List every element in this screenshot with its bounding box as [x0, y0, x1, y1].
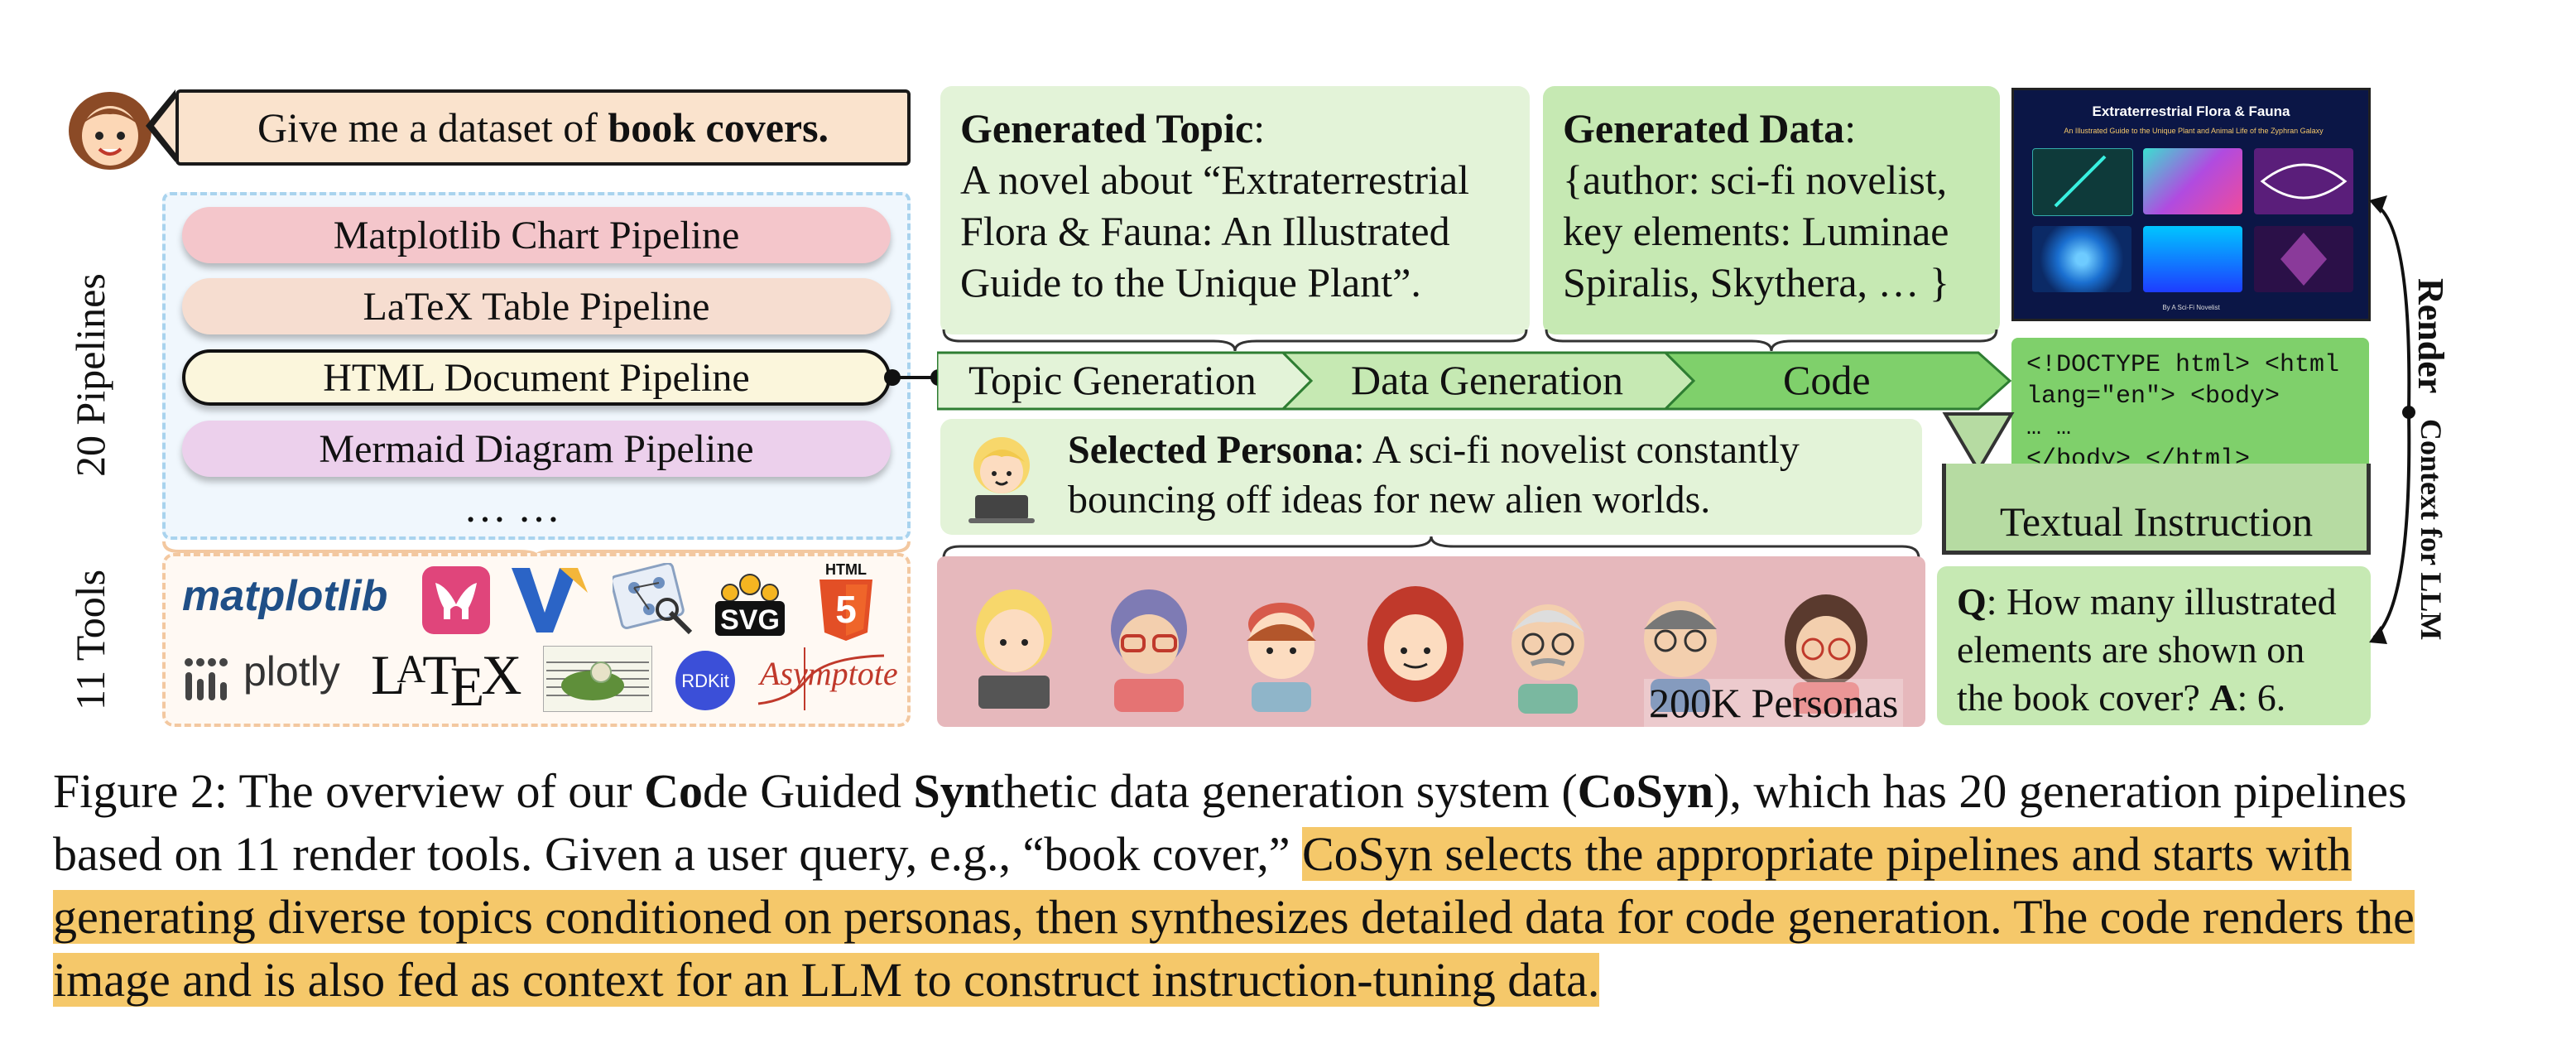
data-bracket [1543, 328, 2000, 353]
cover-tile [2143, 148, 2242, 214]
caption-part-1: Figure 2: The overview of our [53, 764, 645, 818]
textual-instruction-box: Textual Instruction [1942, 464, 2371, 555]
selected-persona-label: Selected Persona [1068, 428, 1354, 472]
pipeline-html: HTML Document Pipeline [182, 349, 891, 406]
flow-step-topic: Topic Generation [968, 357, 1257, 403]
caption-bold-2: Syn [913, 764, 992, 818]
cover-title: Extraterrestrial Flora & Fauna [2092, 103, 2290, 119]
html-logo-text: HTML [825, 561, 867, 578]
connector-dot-left [884, 369, 901, 386]
html5-logo-icon: HTML 5 [815, 560, 877, 642]
pipeline-label: LaTeX Table Pipeline [363, 284, 710, 329]
cover-tile [2254, 148, 2353, 214]
topic-bracket [940, 328, 1530, 353]
query-bubble-tail-inner [154, 94, 179, 157]
selected-persona-box [940, 419, 1922, 535]
selected-persona-text: : A sci-fi novelist constantly bouncing … [1068, 428, 1800, 522]
cover-tile [2032, 148, 2133, 216]
pipeline-latex: LaTeX Table Pipeline [182, 278, 891, 334]
generated-data-colon: : [1844, 105, 1857, 152]
pipeline-connector [891, 376, 940, 379]
caption-part-2: de Guided [703, 764, 914, 818]
plotly-logo-text: plotly [243, 648, 340, 695]
cover-shapes [2014, 90, 2373, 324]
pipeline-label: HTML Document Pipeline [323, 355, 750, 400]
qa-a-text: : 6. [2237, 676, 2286, 719]
render-context-arrows [2369, 190, 2427, 654]
generated-topic-label: Generated Topic [960, 105, 1254, 152]
vega-logo-icon [508, 563, 591, 637]
rdkit-logo-text: RDKit [681, 671, 728, 691]
generated-data-box: Generated Data: {author: sci-fi novelist… [1543, 86, 2000, 334]
caption-part-3: thetic data generation system ( [991, 764, 1578, 818]
query-bold: book covers. [608, 104, 829, 151]
qa-q-text: : How many illustrated elements are show… [1957, 580, 2337, 719]
plotly-logo-icon [182, 654, 232, 704]
render-label: Render [2410, 278, 2451, 394]
html5-number: 5 [835, 588, 857, 631]
code-down-arrow [1937, 411, 2020, 477]
qa-q-label: Q [1957, 580, 1987, 623]
svg-text:SVG: SVG [720, 604, 780, 636]
graphviz-logo-icon [610, 562, 695, 637]
generated-topic-text: A novel about “Extraterrestrial Flora & … [960, 156, 1470, 305]
cover-subtitle: An Illustrated Guide to the Unique Plant… [2064, 127, 2324, 135]
selected-persona-text-wrap: Selected Persona: A sci-fi novelist cons… [1068, 426, 1912, 525]
svg-logo-icon: SVG [712, 563, 788, 639]
asymptote-logo-text: Asymptote [760, 655, 898, 692]
caption-bold-3: CoSyn [1577, 764, 1714, 818]
rendered-book-cover: Extraterrestrial Flora & Fauna An Illust… [2011, 88, 2371, 321]
cover-tile [2032, 226, 2131, 292]
persona-avatar [976, 589, 1052, 709]
tools-area [162, 553, 911, 727]
pipelines-side-label: 20 Pipelines [67, 273, 113, 477]
query-prefix: Give me a dataset of [257, 104, 608, 151]
mermaid-logo-icon [422, 566, 490, 634]
caption-bold-1: Co [644, 764, 703, 818]
generated-data-label: Generated Data [1563, 105, 1845, 152]
cover-byline: By A Sci-Fi Novelist [2162, 304, 2220, 311]
pipeline-label: Matplotlib Chart Pipeline [333, 213, 740, 257]
personas-count-label: 200K Personas [1644, 679, 1904, 727]
caption-part-4: ), which has 20 generation pipelines bas… [53, 764, 2407, 881]
flow-step-data: Data Generation [1351, 357, 1624, 403]
generated-topic-box: Generated Topic: A novel about “Extrater… [940, 86, 1530, 334]
code-line-2: lang="en"> <body> [2026, 382, 2280, 411]
pipeline-matplotlib: Matplotlib Chart Pipeline [182, 207, 891, 263]
textual-instruction-label: Textual Instruction [1999, 498, 2314, 545]
context-label: Context for LLM [2415, 419, 2448, 641]
flow-chevrons [935, 348, 2013, 414]
persona-bracket [940, 535, 1922, 560]
qa-box: Q: How many illustrated elements are sho… [1937, 566, 2371, 725]
cover-tile [2143, 226, 2242, 292]
pipeline-mermaid: Mermaid Diagram Pipeline [182, 421, 891, 477]
generated-data-text: {author: sci-fi novelist, key elements: … [1563, 156, 1950, 305]
rdkit-logo-icon: RDKit [674, 649, 737, 712]
code-line-3: … … [2026, 414, 2072, 442]
personas-icons [952, 571, 1912, 720]
qa-a-label: A [2209, 676, 2237, 719]
pipeline-label: Mermaid Diagram Pipeline [319, 426, 754, 471]
selected-persona-avatar [960, 429, 1043, 525]
user-query-box: Give me a dataset of book covers. [175, 89, 911, 166]
generated-topic-colon: : [1253, 105, 1266, 152]
tools-side-label: 11 Tools [67, 569, 113, 710]
figure-caption: Figure 2: The overview of our Code Guide… [53, 760, 2503, 1012]
asymptote-logo-curve [755, 646, 887, 712]
matplotlib-logo: matplotlib [182, 572, 388, 620]
lilypond-logo-icon [542, 645, 653, 713]
latex-logo-icon: LATEX [371, 643, 521, 718]
pipelines-ellipsis: … … [464, 484, 560, 532]
code-line-1: <!DOCTYPE html> <html [2026, 351, 2340, 379]
user-avatar [65, 88, 156, 171]
flow-step-code: Code [1783, 357, 1871, 403]
